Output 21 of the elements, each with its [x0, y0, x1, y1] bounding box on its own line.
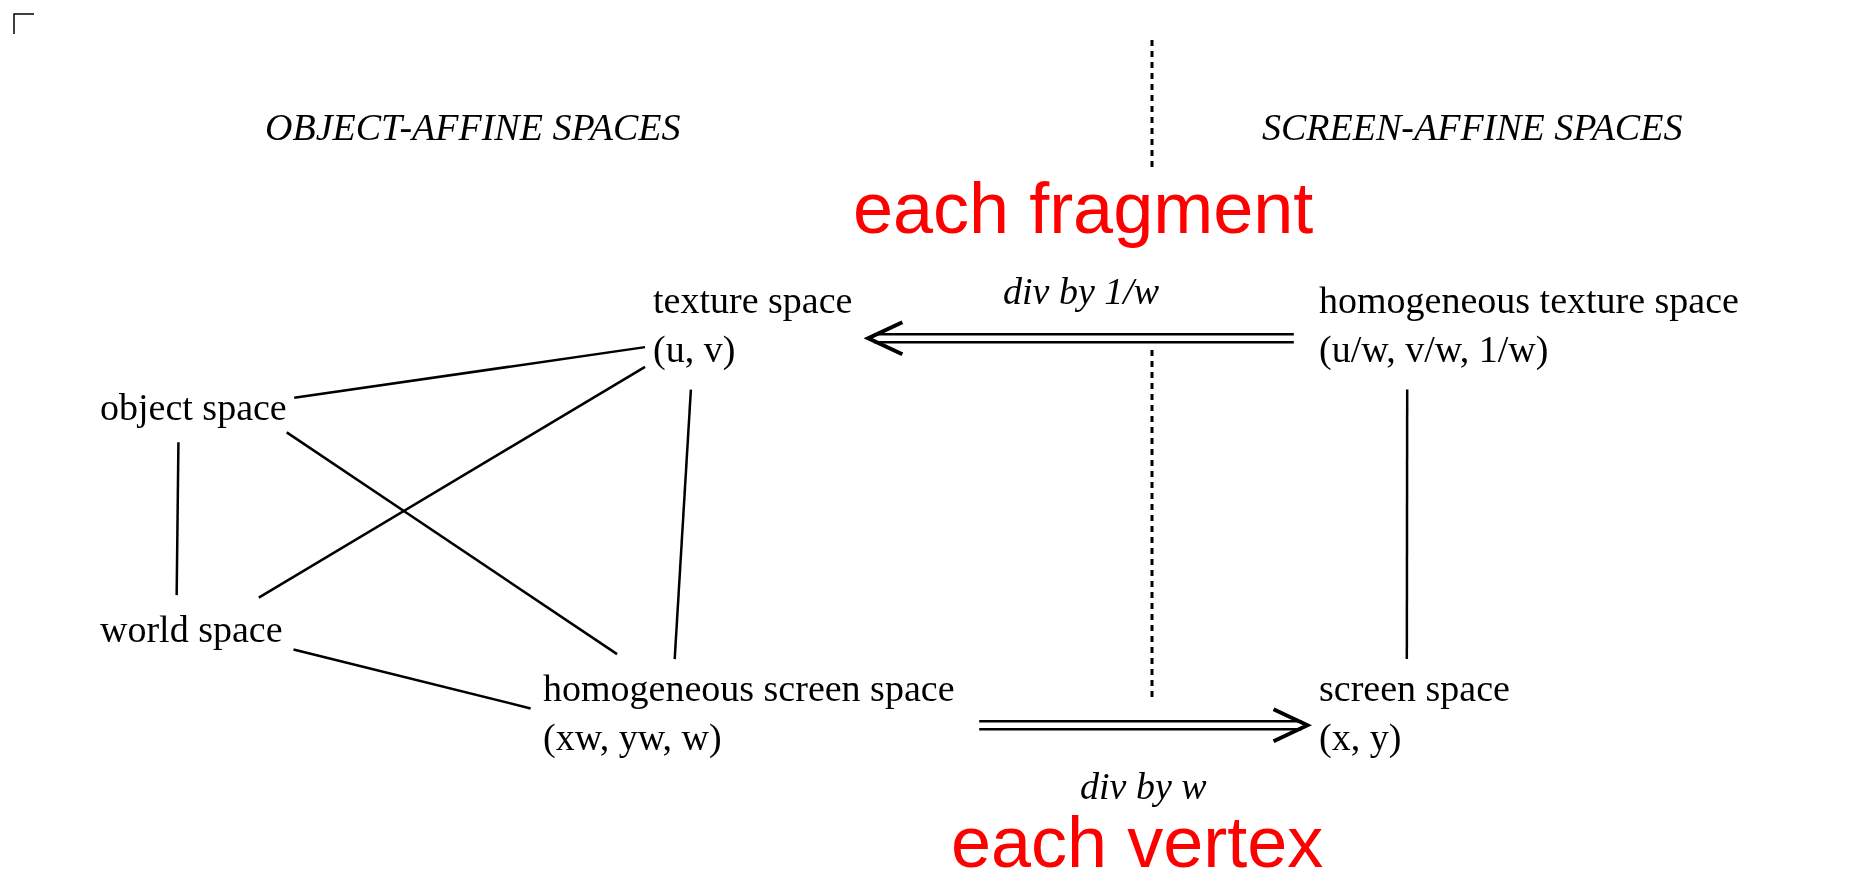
connector-line [1405, 389, 1409, 660]
coordinate-label: (u/w, v/w, 1/w) [1319, 327, 1549, 373]
section-heading: OBJECT-AFFINE SPACES [265, 108, 681, 146]
coordinate-label: (x, y) [1319, 715, 1402, 761]
connector-line [293, 648, 531, 710]
double-arrow [866, 320, 1296, 357]
connector-line [175, 442, 180, 596]
space-label: world space [100, 605, 283, 655]
connector-line [294, 345, 646, 400]
double-arrow [977, 707, 1310, 744]
connector-line [673, 389, 693, 660]
connector-line [286, 431, 618, 656]
space-label: object space [100, 383, 287, 433]
connector-line [258, 365, 646, 599]
space-label: screen space [1319, 666, 1510, 711]
section-heading: SCREEN-AFFINE SPACES [1262, 108, 1683, 146]
coordinate-label: (u, v) [653, 327, 736, 373]
space-label: homogeneous texture space [1319, 278, 1739, 323]
coordinate-label: (xw, yw, w) [543, 715, 722, 761]
space-label: texture space [653, 278, 853, 323]
space-label: homogeneous screen space [543, 666, 955, 711]
